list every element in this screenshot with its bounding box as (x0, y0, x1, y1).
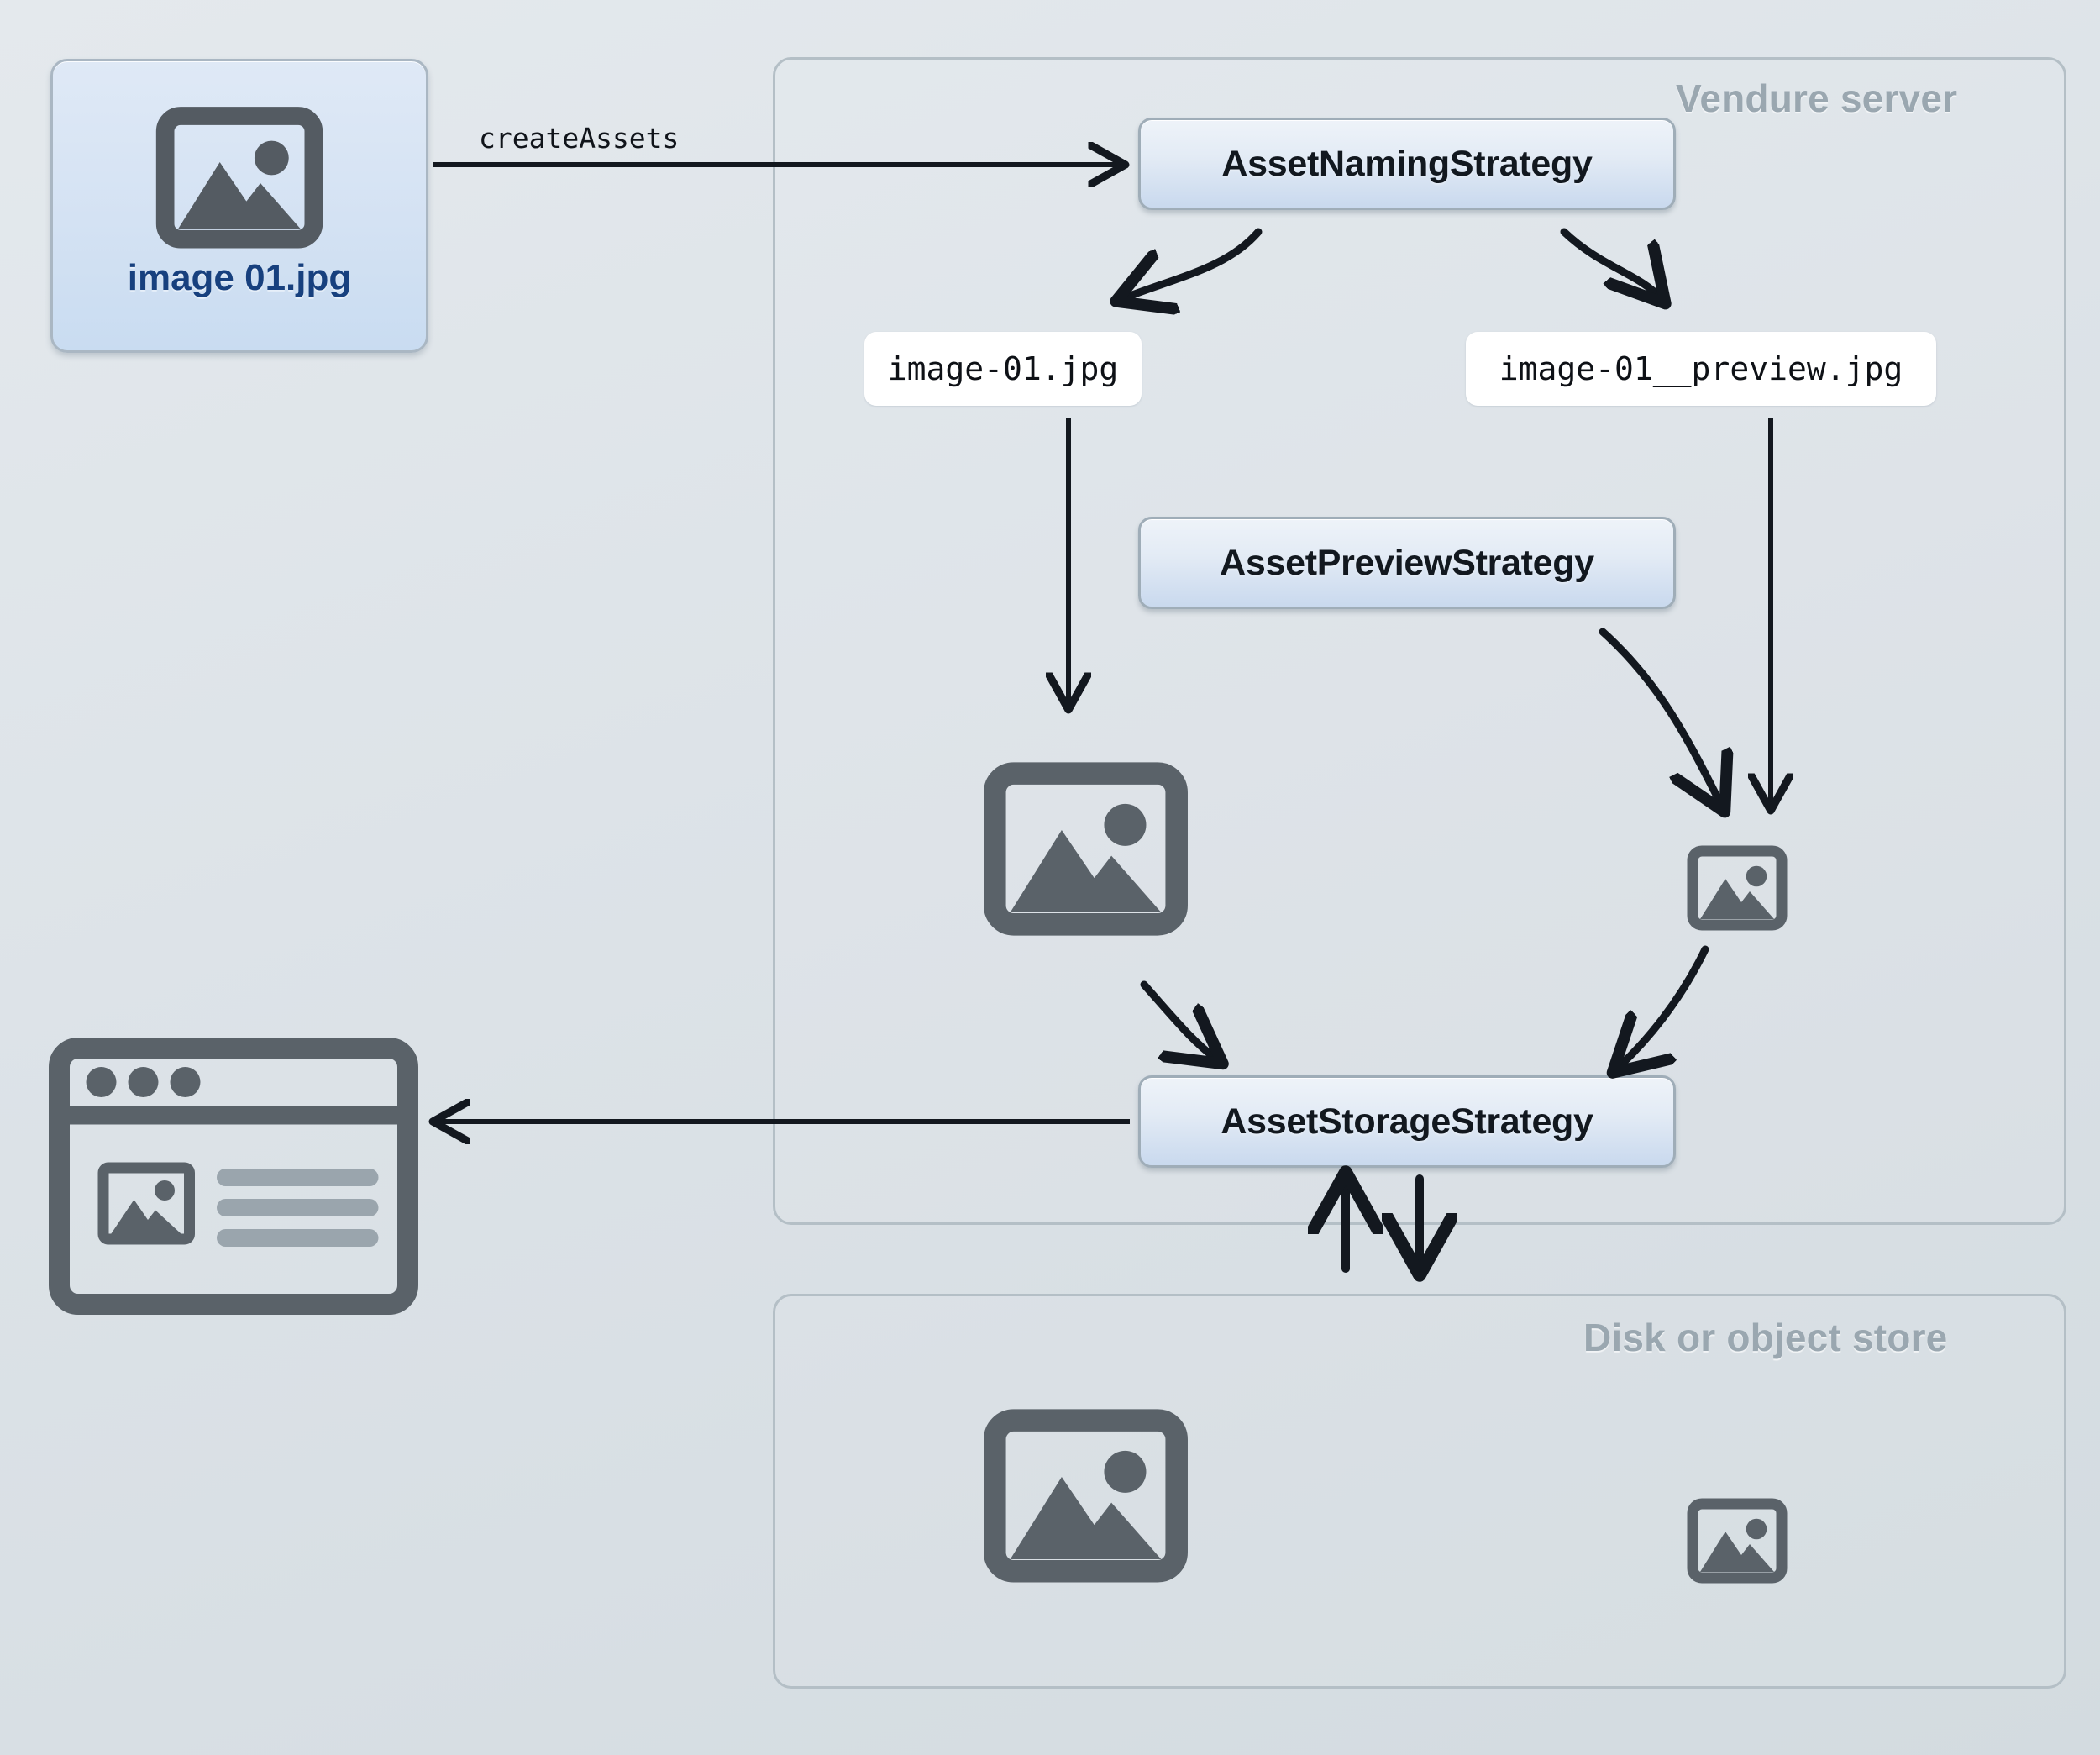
region-vendure-server (773, 57, 2066, 1225)
edge-create-assets-label: createAssets (479, 122, 680, 155)
server-preview-image-icon (1687, 845, 1788, 931)
store-preview-image-icon (1687, 1498, 1788, 1584)
browser-window-icon[interactable] (49, 1038, 418, 1315)
filename-original-label: image-01.jpg (887, 350, 1119, 387)
asset-storage-strategy-box[interactable]: AssetStorageStrategy (1138, 1075, 1676, 1168)
filename-preview-pill: image-01__preview.jpg (1466, 332, 1936, 406)
region-disk-store-label: Disk or object store (1583, 1316, 1948, 1359)
browser-inner-image-icon (97, 1162, 195, 1245)
asset-preview-strategy-box[interactable]: AssetPreviewStrategy (1138, 517, 1676, 609)
source-asset-card[interactable]: image 01.jpg (50, 59, 428, 353)
filename-preview-label: image-01__preview.jpg (1499, 350, 1903, 387)
server-original-image-icon (983, 762, 1189, 937)
filename-original-pill: image-01.jpg (864, 332, 1142, 406)
asset-naming-strategy-label: AssetNamingStrategy (1221, 143, 1593, 184)
asset-naming-strategy-box[interactable]: AssetNamingStrategy (1138, 118, 1676, 210)
image-icon (155, 107, 323, 250)
asset-preview-strategy-label: AssetPreviewStrategy (1220, 542, 1594, 583)
store-original-image-icon (983, 1409, 1189, 1584)
source-asset-label: image 01.jpg (127, 257, 352, 298)
asset-storage-strategy-label: AssetStorageStrategy (1221, 1101, 1593, 1142)
region-vendure-server-label: Vendure server (1676, 76, 1958, 120)
